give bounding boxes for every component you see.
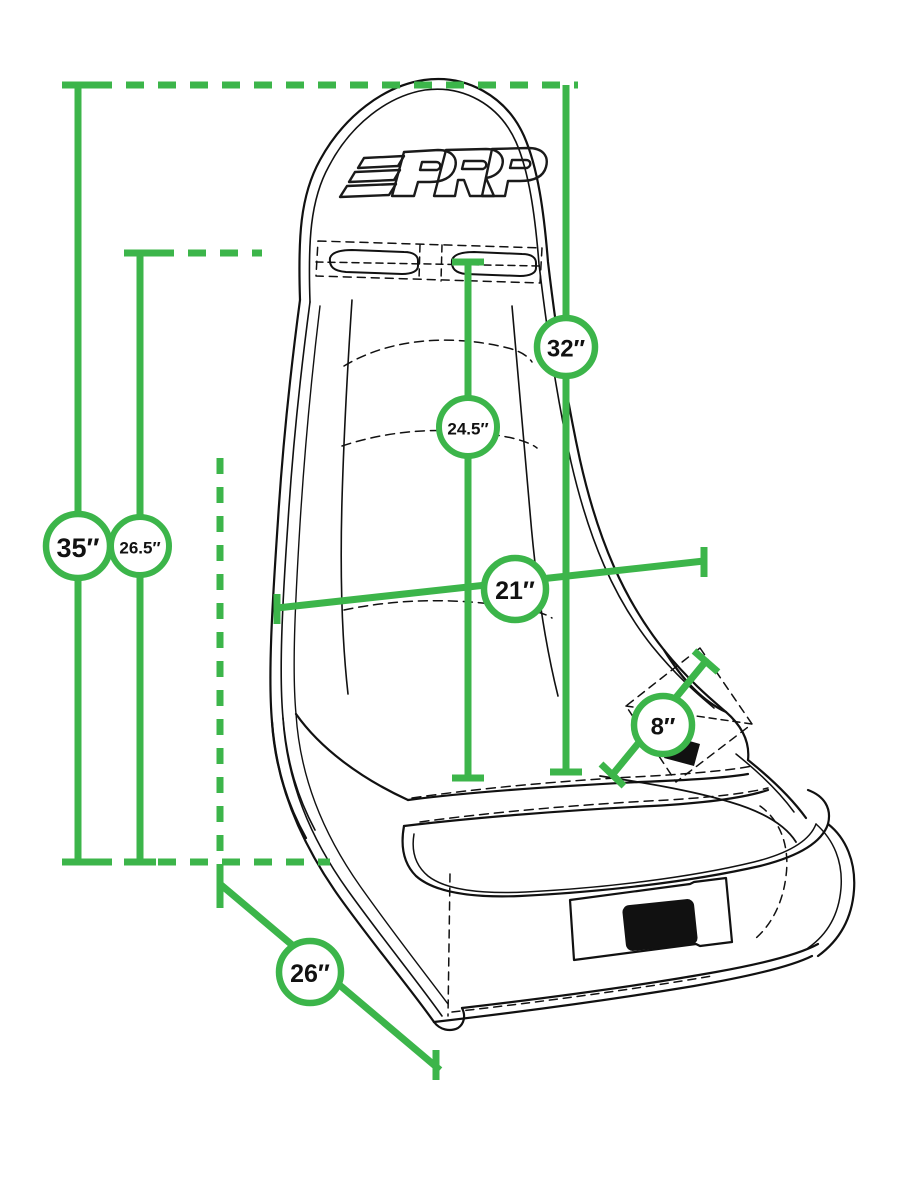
dim-label-35-text: 35″ xyxy=(57,533,100,563)
seat-back-inner-contour xyxy=(308,88,715,709)
prp-logo-letter-p1 xyxy=(390,148,457,198)
harness-slot-divider-left xyxy=(418,244,421,281)
dim-label-32-text: 32″ xyxy=(547,336,586,363)
dim-label-26-circle xyxy=(275,937,345,1007)
dim-label-265-text: 26.5″ xyxy=(119,539,160,558)
seat-back-to-cushion-junction xyxy=(294,712,410,802)
dim-label-32: 32″ xyxy=(533,314,599,380)
seat-base-bottom-edge xyxy=(460,942,820,1010)
dim-8-cap-lower xyxy=(598,761,627,789)
dim-label-8: 8″ xyxy=(630,692,696,758)
back-panel-seam-left xyxy=(340,299,353,695)
harness-slot-divider-right xyxy=(440,244,443,282)
prp-logo-letter-p2 xyxy=(480,146,548,198)
dim-label-265-circle xyxy=(108,514,172,578)
bolster-diamond-dashed xyxy=(625,647,753,783)
dim-label-32-circle xyxy=(533,314,599,380)
back-panel-chest-curve xyxy=(343,339,533,367)
dim-label-21: 21″ xyxy=(480,554,550,624)
seat-base-front-lip xyxy=(432,1006,466,1032)
dim-label-265: 26.5″ xyxy=(108,514,172,578)
seat-left-bolster xyxy=(270,720,436,1024)
base-hidden-top xyxy=(451,975,713,1013)
seat-cushion-front-edge xyxy=(402,788,770,828)
lower-shell-sweep xyxy=(599,775,797,843)
seat-outline-group xyxy=(269,77,856,1032)
dim-label-26: 26″ xyxy=(275,937,345,1007)
seat-left-bolster-inner2 xyxy=(295,713,449,1005)
dim-label-8-circle xyxy=(630,692,696,758)
harness-slot-box xyxy=(315,240,543,284)
seat-base-right-shell-inner xyxy=(807,823,843,949)
seat-cushion-side xyxy=(401,788,831,898)
base-hidden-vertical xyxy=(447,873,451,1017)
prp-logo-speedline-bot xyxy=(338,182,398,199)
seat-back-outer-contour xyxy=(298,77,750,762)
prp-logo-speedline-top xyxy=(356,154,406,170)
dim-label-245-circle xyxy=(436,395,500,459)
seat-lumbar-transition xyxy=(662,648,728,714)
dim-label-245-text: 24.5″ xyxy=(447,420,488,439)
prp-logo xyxy=(338,146,548,199)
dim-label-8-text: 8″ xyxy=(651,714,676,741)
seat-right-rear-bolster xyxy=(746,758,808,820)
harness-slot-centerline xyxy=(315,261,543,267)
dim-label-35: 35″ xyxy=(42,510,114,582)
dim-label-245: 24.5″ xyxy=(436,395,500,459)
base-label-plate-group xyxy=(568,876,734,962)
seat-cushion-side-inner xyxy=(412,823,817,894)
dim-label-21-circle xyxy=(480,554,550,624)
seat-right-rear-bolster-inner xyxy=(735,753,795,813)
prp-logo-letter-r xyxy=(432,147,504,198)
seat-left-bolster-inner xyxy=(282,717,443,1017)
harness-slot-left xyxy=(328,249,419,275)
back-panel-seam-right xyxy=(511,305,559,697)
dim-label-21-text: 21″ xyxy=(495,577,535,605)
harness-slot-right xyxy=(450,251,537,277)
dimension-labels-group: 35″ 26.5″ 24.5″ 32″ 21″ 8″ xyxy=(42,314,696,1007)
dim-label-26-text: 26″ xyxy=(290,960,330,988)
dim-8-cap-upper xyxy=(691,648,721,675)
seat-base-right-shell xyxy=(816,822,856,958)
seat-back-left-edge-inner2 xyxy=(293,305,321,715)
prp-logo-speedline-mid xyxy=(347,168,402,184)
cushion-mid-seam xyxy=(419,787,769,823)
cushion-rear-seam xyxy=(411,765,753,799)
seat-base-front-face xyxy=(432,954,814,1024)
base-label-slot xyxy=(622,899,698,951)
